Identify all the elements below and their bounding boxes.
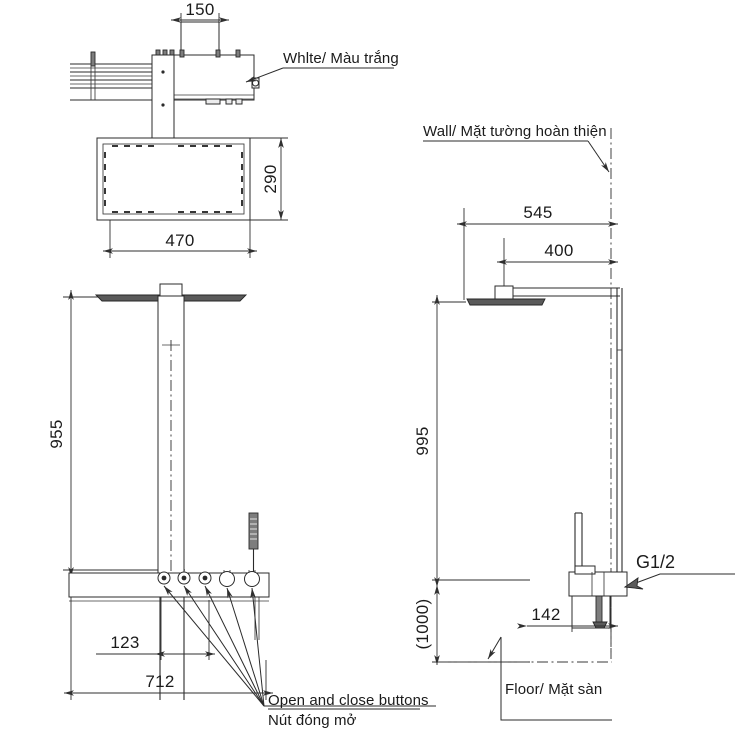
dimension-545: 545 — [457, 203, 618, 300]
dimension-712: 712 — [64, 597, 273, 700]
note-floor-label: Floor/ Mặt sàn — [505, 681, 602, 698]
dim-470-label: 470 — [165, 231, 194, 250]
annotation-white: Whlte/ Màu trắng — [245, 50, 399, 83]
dim-290-label: 290 — [261, 164, 280, 193]
dimension-290: 290 — [250, 137, 288, 221]
push-button-3[interactable] — [198, 571, 212, 585]
dimension-470: 470 — [103, 220, 257, 258]
control-knob-2[interactable] — [244, 570, 260, 587]
note-buttons-vi-label: Nút đóng mở — [268, 712, 357, 729]
control-buttons-group[interactable] — [157, 570, 260, 587]
dim-123-label: 123 — [110, 633, 139, 652]
annotation-floor: Floor/ Mặt sàn — [487, 636, 612, 721]
control-knob-1[interactable] — [219, 570, 235, 587]
annotation-thread: G1/2 — [623, 552, 735, 590]
annotation-open-close-buttons: Open and close buttons Nút đóng mở — [268, 692, 429, 729]
shower-arm-side — [466, 285, 623, 580]
dimension-995: 995 — [413, 295, 530, 587]
dim-712-label: 712 — [145, 672, 174, 691]
side-elevation-view: Wall/ Mặt tường hoàn thiện 545 400 — [413, 123, 735, 721]
dimension-400: 400 — [497, 238, 618, 288]
annotation-wall: Wall/ Mặt tường hoàn thiện — [423, 123, 610, 173]
riser-column-front — [157, 295, 185, 575]
buttons-leader-lines — [163, 585, 436, 707]
mixer-plan-assembly — [70, 21, 260, 204]
dimension-123: 123 — [96, 597, 215, 660]
shower-head-plate-plan — [96, 137, 251, 221]
dimension-142: 142 — [517, 596, 618, 632]
note-wall-label: Wall/ Mặt tường hoàn thiện — [423, 123, 607, 140]
front-elevation-view: 955 — [47, 283, 436, 729]
dim-400-label: 400 — [544, 241, 573, 260]
valve-body-side — [568, 565, 628, 655]
note-white-label: Whlte/ Màu trắng — [283, 50, 399, 67]
dim-150-label: 150 — [185, 0, 214, 19]
top-plan-view: 150 — [70, 0, 399, 258]
push-button-2[interactable] — [177, 571, 191, 585]
dim-995-label: 995 — [413, 426, 432, 455]
dim-955-label: 955 — [47, 419, 66, 448]
note-buttons-en-label: Open and close buttons — [268, 692, 429, 709]
dim-1000-label: (1000) — [413, 599, 432, 650]
push-button-1[interactable] — [157, 571, 171, 585]
dim-142-label: 142 — [531, 605, 560, 624]
supply-pipe-bundle — [70, 51, 156, 101]
dim-545-label: 545 — [523, 203, 552, 222]
note-thread-label: G1/2 — [636, 552, 675, 572]
